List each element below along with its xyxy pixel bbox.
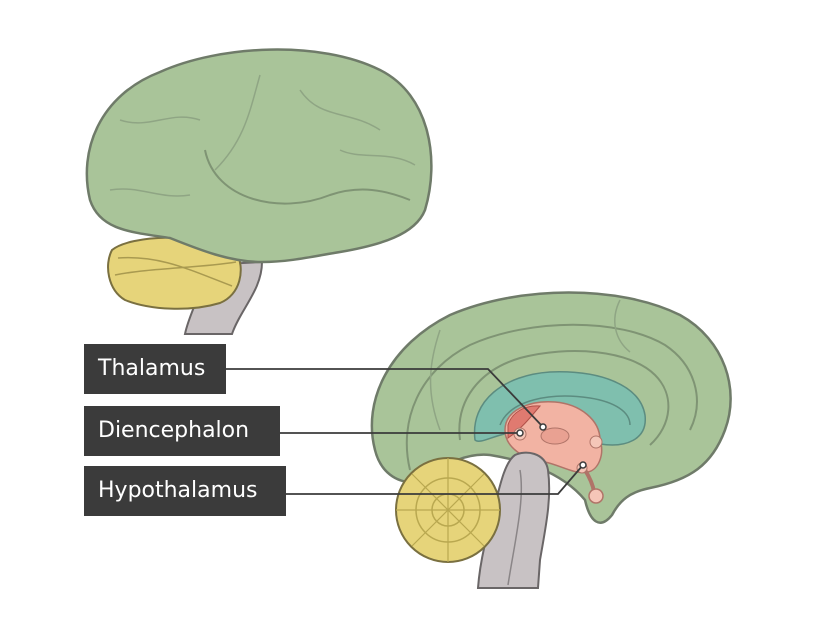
diencephalon-label: Diencephalon xyxy=(84,406,280,456)
thalamus-label-text: Thalamus xyxy=(98,356,206,381)
hypothalamus-label: Hypothalamus xyxy=(84,466,286,516)
lateral-brain-view xyxy=(85,48,433,335)
sagittal-brain-view xyxy=(370,291,732,589)
sagittal-cerebellum xyxy=(395,457,501,563)
pituitary-gland xyxy=(588,488,604,504)
hypothalamus-label-text: Hypothalamus xyxy=(98,478,258,503)
thalamus-label: Thalamus xyxy=(84,344,226,394)
hypothalamus-leader-line xyxy=(286,464,584,495)
thalamus-leader-line xyxy=(226,368,544,428)
lateral-cerebrum xyxy=(85,48,433,264)
leader-lines xyxy=(226,368,587,495)
diencephalon-label-text: Diencephalon xyxy=(98,418,250,443)
